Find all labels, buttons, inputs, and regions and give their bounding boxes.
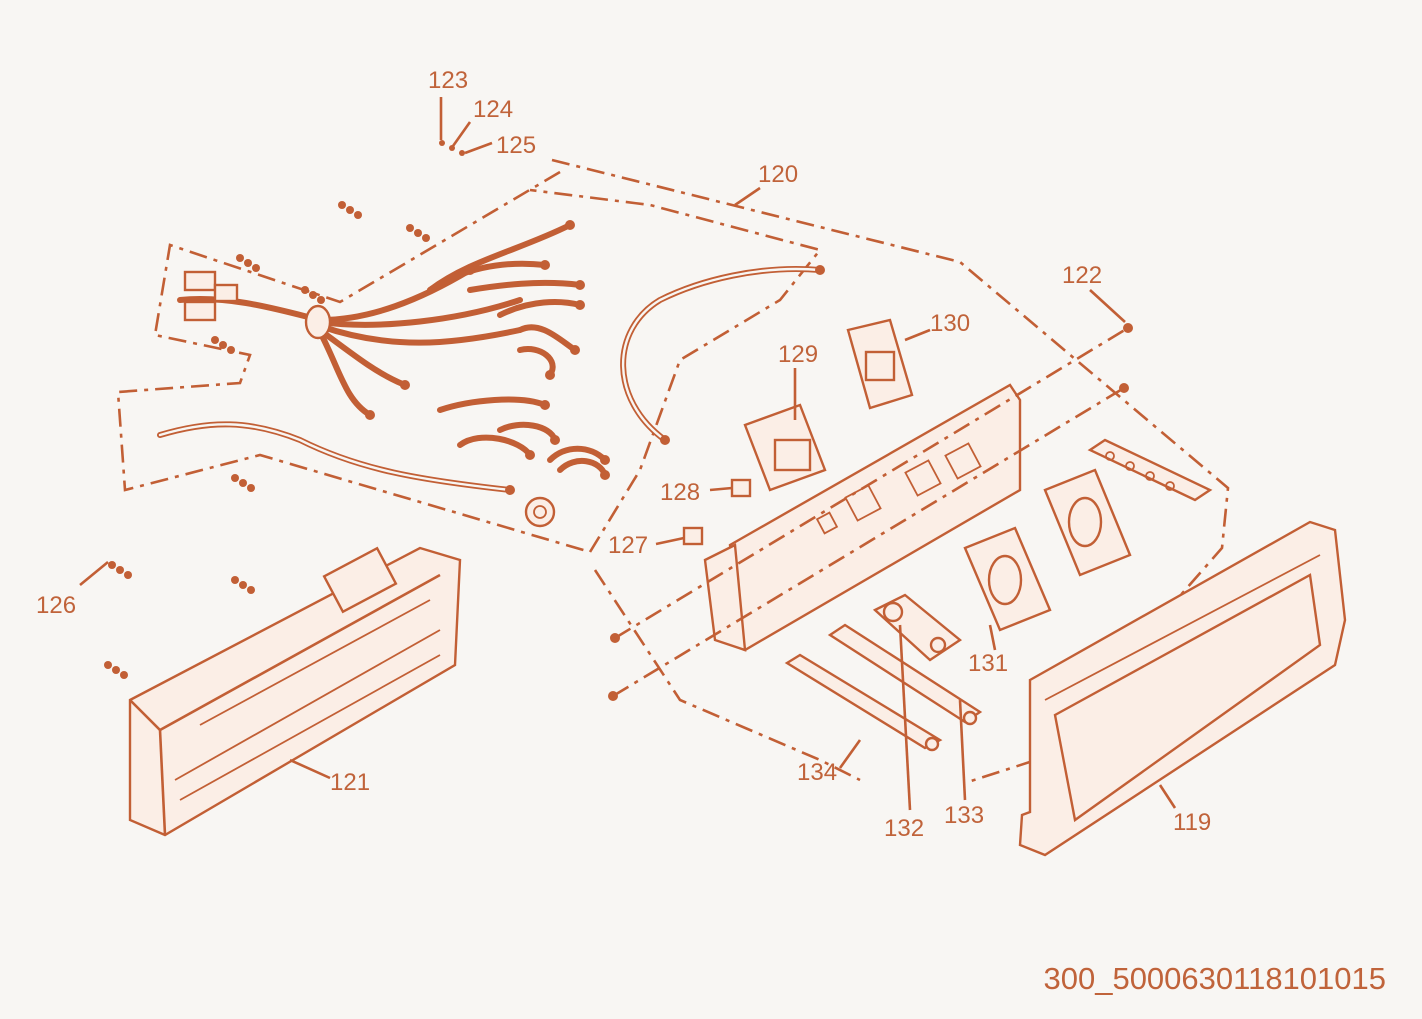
figure-id: 300_5000630118101015 <box>1043 961 1386 996</box>
outlet-131-b <box>1043 468 1132 577</box>
front-bezel-119 <box>1018 520 1347 857</box>
callout-labels: 123 124 125 120 122 130 129 128 127 126 … <box>36 67 1211 842</box>
callout-130: 130 <box>930 310 970 337</box>
callout-125: 125 <box>496 132 536 159</box>
callout-133: 133 <box>944 802 984 829</box>
callout-132: 132 <box>884 815 924 842</box>
terminal-strip-133 <box>827 623 983 726</box>
callout-124: 124 <box>473 96 513 123</box>
module-129 <box>743 403 827 492</box>
switch-128 <box>730 478 752 498</box>
callout-126: 126 <box>36 592 76 619</box>
callout-127: 127 <box>608 532 648 559</box>
breaker-strip <box>1087 438 1213 502</box>
callout-129: 129 <box>778 341 818 368</box>
harness-outline <box>116 158 1230 784</box>
callout-122: 122 <box>1062 262 1102 289</box>
callout-120: 120 <box>758 161 798 188</box>
control-panel <box>612 326 1129 698</box>
callout-121: 121 <box>330 769 370 796</box>
callout-119: 119 <box>1173 809 1211 836</box>
module-130 <box>846 318 914 410</box>
callout-123: 123 <box>428 67 468 94</box>
terminal-strip-134 <box>784 653 943 752</box>
wiring-harness <box>157 220 825 528</box>
callout-131: 131 <box>968 650 1008 677</box>
callout-128: 128 <box>660 479 700 506</box>
callout-134: 134 <box>797 759 837 786</box>
switch-127 <box>682 526 704 546</box>
leader-lines <box>79 97 1177 811</box>
fuse-holder-132 <box>872 593 963 662</box>
outlet-131-a <box>963 526 1052 632</box>
lower-bracket-121 <box>128 546 462 837</box>
